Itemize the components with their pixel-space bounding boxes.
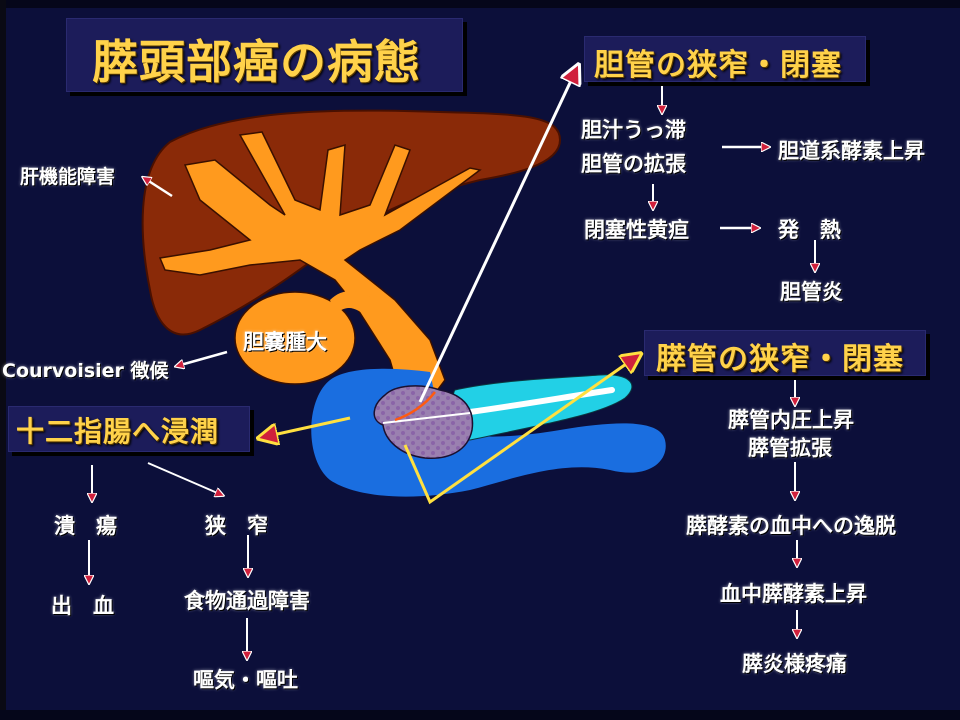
pointer-to-duodenum [264, 416, 351, 437]
page-title: 膵頭部癌の病態 [92, 35, 421, 89]
label-serum-enzyme-rise: 血中膵酵素上昇 [720, 582, 867, 606]
frame-top [0, 0, 960, 8]
label-bile-duct-dilation: 胆管の拡張 [581, 152, 686, 176]
label-liver-dysfunction: 肝機能障害 [20, 166, 116, 188]
frame-bottom [0, 710, 960, 720]
arrow-liver-dysfunction [144, 178, 173, 198]
label-pancreatic-pressure: 膵管内圧上昇 [728, 408, 854, 432]
label-food-obstruction: 食物通過障害 [184, 589, 310, 613]
label-ulcer: 潰 瘍 [54, 514, 117, 538]
pointer-to-bile-duct [418, 70, 576, 403]
label-pancreatic-duct-dilation: 膵管拡張 [748, 436, 832, 460]
label-cholangitis: 胆管炎 [780, 280, 843, 304]
arrow-courvoisier [177, 350, 228, 366]
pancreatic-duct [467, 387, 615, 415]
title-box [66, 18, 463, 92]
arrow-to-stenosis [147, 462, 222, 495]
pancreatic-duct-heading-box [644, 330, 926, 376]
label-fever: 発 熱 [778, 218, 841, 242]
label-stenosis: 狭 窄 [205, 514, 268, 538]
duodenum-heading: 十二指腸へ浸潤 [16, 415, 220, 448]
bile-duct-heading-box [584, 36, 866, 82]
label-courvoisier-sign: Courvoisier 徴候 [2, 360, 169, 382]
label-bleeding: 出 血 [51, 594, 114, 618]
bile-duct-tree [158, 131, 482, 401]
gallbladder-shape [234, 291, 356, 385]
bile-duct-heading: 胆管の狭窄・閉塞 [594, 48, 842, 83]
duodenum-heading-box [8, 406, 250, 452]
pancreatic-duct-heading: 膵管の狭窄・閉塞 [656, 342, 904, 377]
label-cholestasis: 胆汁うっ滞 [581, 118, 686, 142]
label-biliary-enzyme-rise: 胆道系酵素上昇 [778, 139, 925, 163]
label-obstructive-jaundice: 閉塞性黄疸 [584, 218, 689, 242]
frame-left [0, 0, 6, 720]
tumor-shape [373, 385, 474, 459]
label-gallbladder-enlargement: 胆嚢腫大 [243, 330, 327, 354]
label-nausea-vomiting: 嘔気・嘔吐 [193, 668, 298, 692]
pointer-to-pancreatic-duct [403, 357, 636, 505]
label-pancreatitis-pain: 膵炎様疼痛 [742, 652, 847, 676]
label-enzyme-leak: 膵酵素の血中への逸脱 [686, 514, 896, 538]
